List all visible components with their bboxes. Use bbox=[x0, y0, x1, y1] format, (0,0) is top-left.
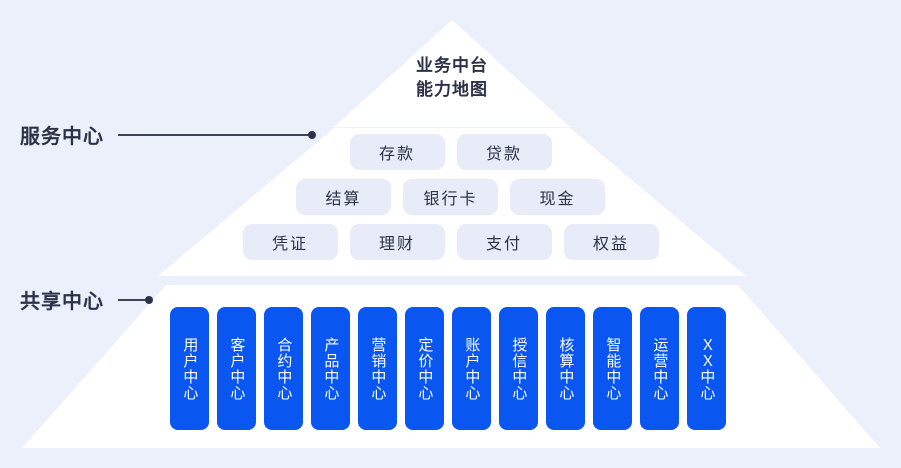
service-pill[interactable]: 现金 bbox=[510, 179, 605, 215]
pyramid-title-line-1: 业务中台 bbox=[416, 56, 488, 75]
service-pill[interactable]: 权益 bbox=[563, 224, 659, 260]
shared-center-card[interactable]: 运营中心 bbox=[640, 307, 679, 430]
service-pill[interactable]: 支付 bbox=[456, 224, 552, 260]
service-pill-row: 凭证 理财 支付 权益 bbox=[0, 224, 901, 260]
shared-center-card[interactable]: 合约中心 bbox=[264, 307, 303, 430]
service-pill[interactable]: 存款 bbox=[349, 134, 445, 170]
leader-line-service bbox=[118, 130, 316, 139]
side-label-service-center: 服务中心 bbox=[20, 120, 316, 149]
shared-center-card[interactable]: 定价中心 bbox=[405, 307, 444, 430]
shared-center-card[interactable]: 营销中心 bbox=[358, 307, 397, 430]
shared-center-card[interactable]: 产品中心 bbox=[311, 307, 350, 430]
service-pill[interactable]: 理财 bbox=[349, 224, 445, 260]
pyramid-title: 业务中台 能力地图 bbox=[352, 54, 552, 102]
shared-center-card-row: 用户中心 客户中心 合约中心 产品中心 营销中心 定价中心 账户中心 授信中心 … bbox=[170, 307, 726, 430]
service-pill[interactable]: 结算 bbox=[296, 179, 391, 215]
shared-center-card[interactable]: 核算中心 bbox=[546, 307, 585, 430]
shared-center-card[interactable]: 客户中心 bbox=[217, 307, 256, 430]
service-pill-row: 结算 银行卡 现金 bbox=[0, 179, 901, 215]
shared-center-card[interactable]: 授信中心 bbox=[499, 307, 538, 430]
service-pill[interactable]: 银行卡 bbox=[403, 179, 498, 215]
side-label-shared-center-text: 共享中心 bbox=[20, 291, 104, 313]
shared-center-card[interactable]: 智能中心 bbox=[593, 307, 632, 430]
service-pill[interactable]: 凭证 bbox=[242, 224, 338, 260]
shared-center-card[interactable]: 账户中心 bbox=[452, 307, 491, 430]
side-label-service-center-text: 服务中心 bbox=[20, 126, 104, 148]
service-pill[interactable]: 贷款 bbox=[456, 134, 552, 170]
shared-center-card[interactable]: 用户中心 bbox=[170, 307, 209, 430]
leader-line-shared bbox=[118, 295, 153, 304]
pyramid-title-line-2: 能力地图 bbox=[416, 80, 488, 99]
side-label-shared-center: 共享中心 bbox=[20, 285, 153, 314]
shared-center-card[interactable]: ＸＸ中心 bbox=[687, 307, 726, 430]
service-pill-row: 存款 贷款 bbox=[0, 134, 901, 170]
